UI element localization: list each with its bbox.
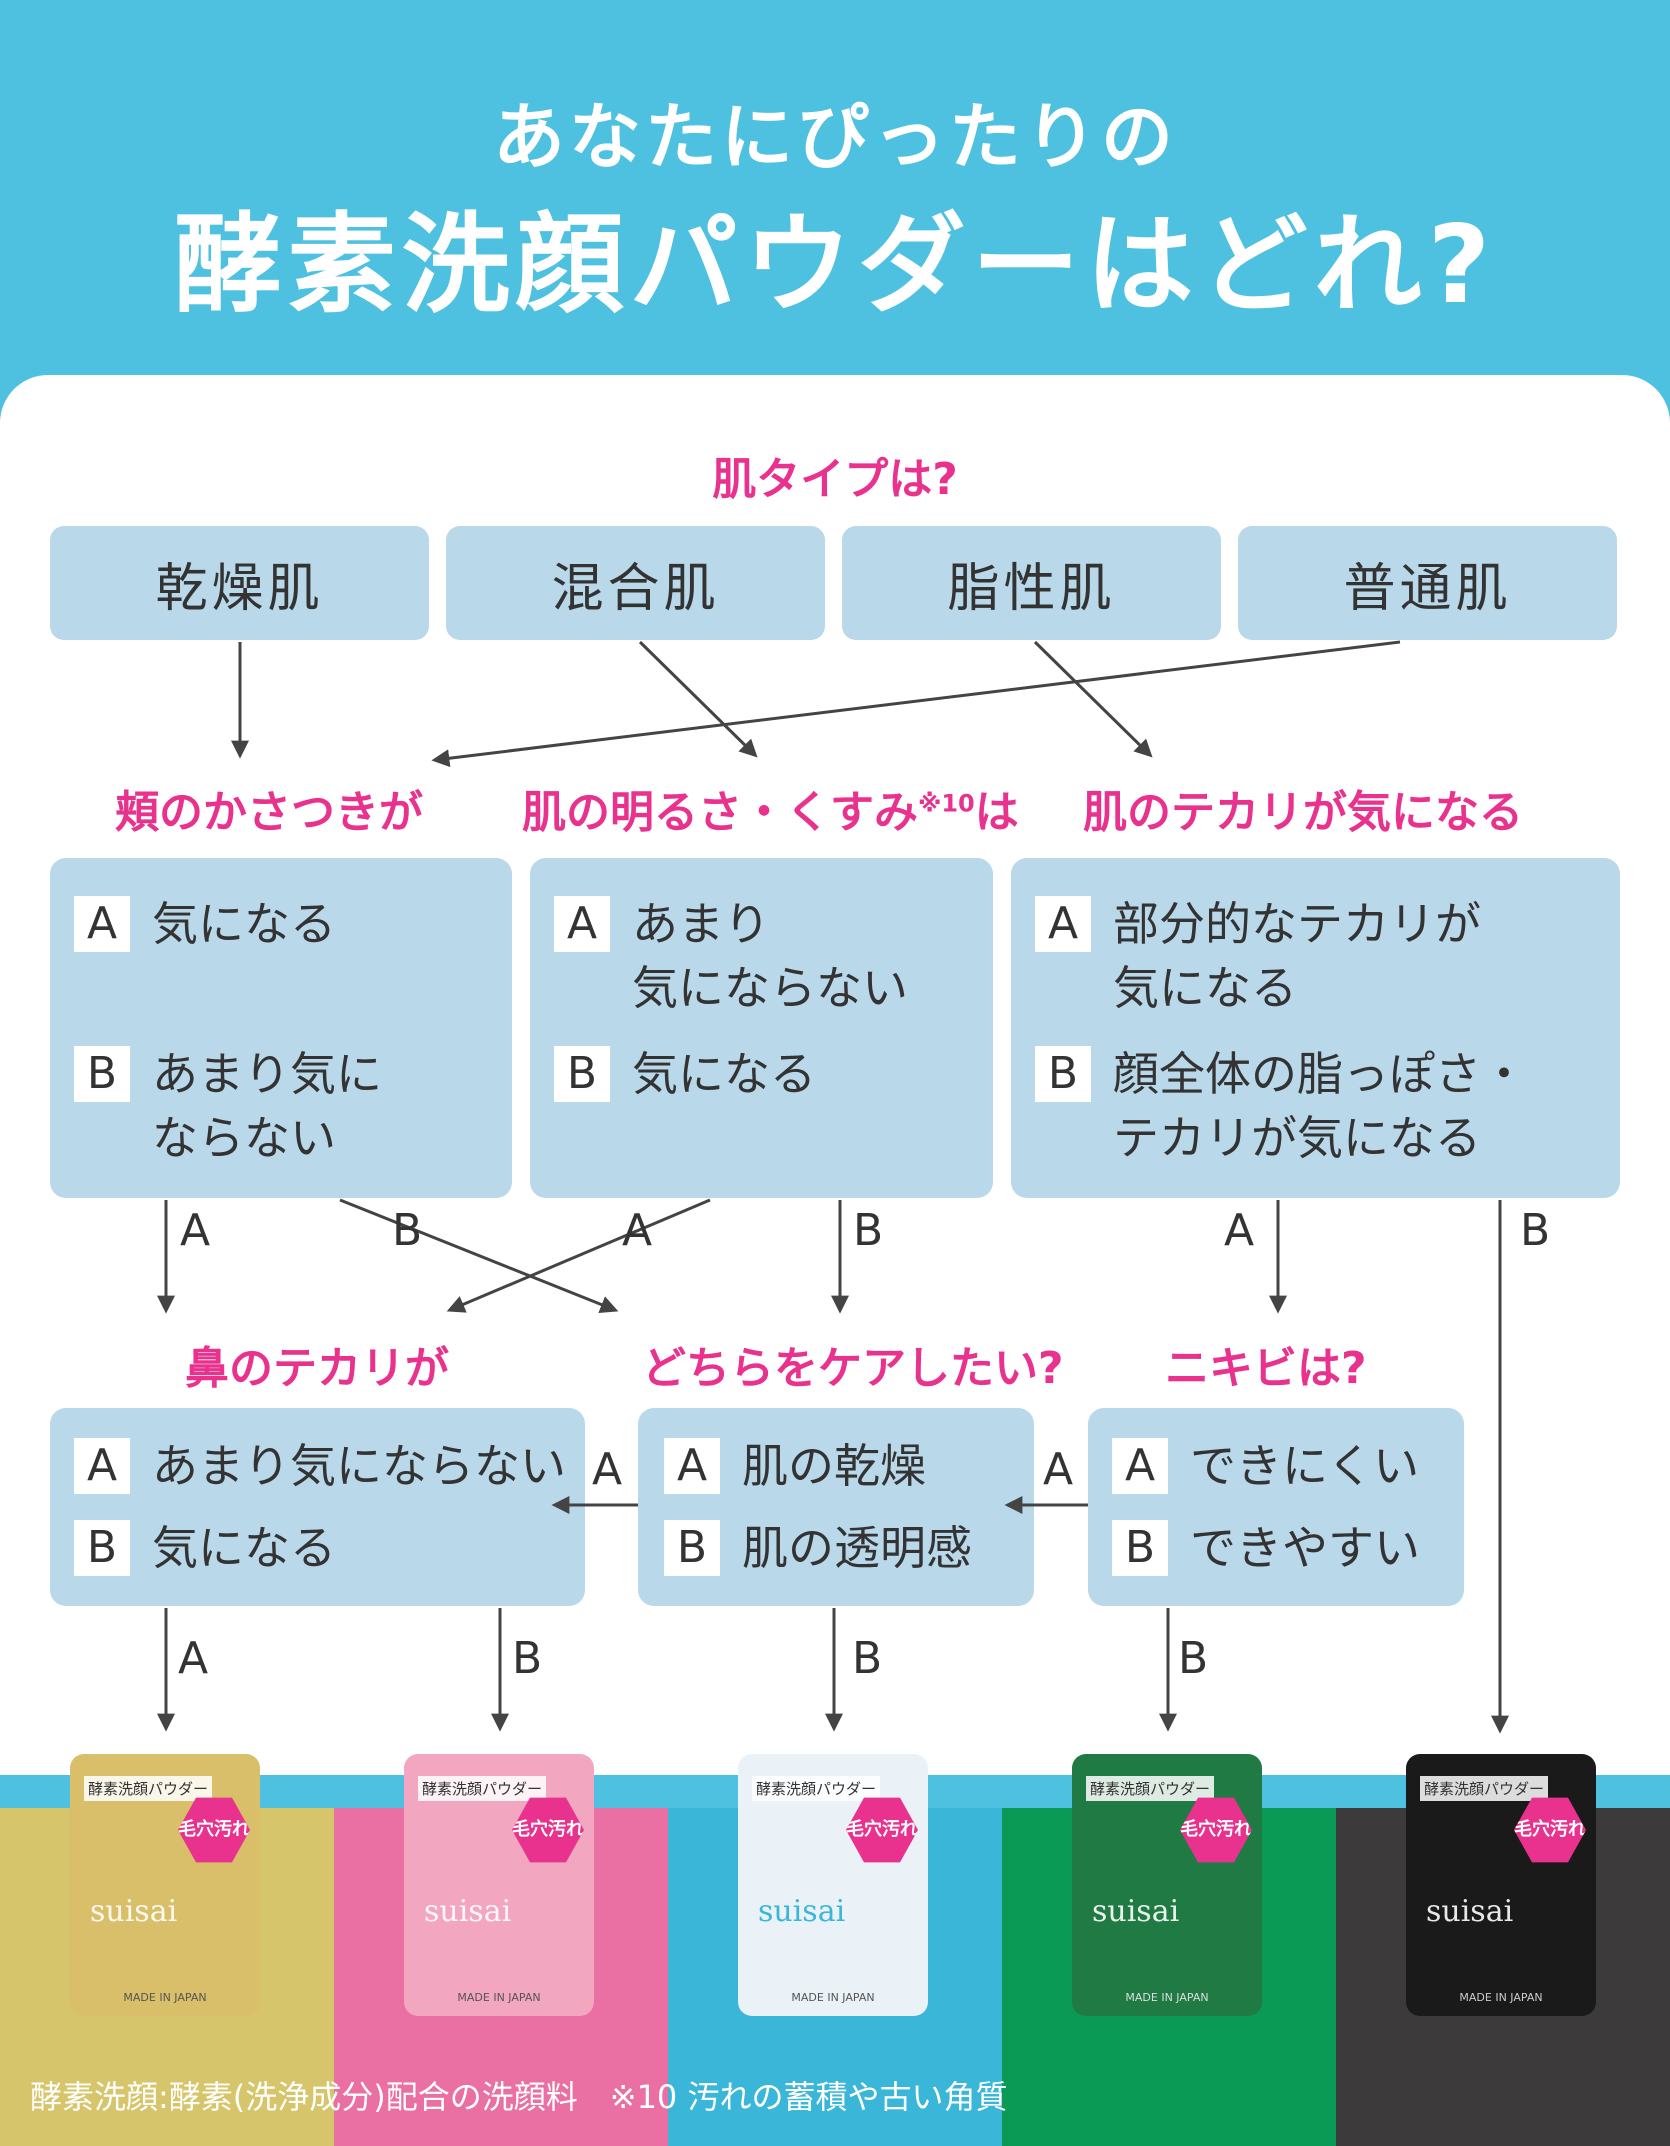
option-acne-b[interactable]: B できやすい xyxy=(1112,1516,1420,1580)
product-label: 酵素洗顔パウダー xyxy=(752,1776,881,1801)
product-black[interactable]: 酵素洗顔パウダー 毛穴汚れ suisai MADE IN JAPAN xyxy=(1406,1754,1596,2016)
option-key-b: B xyxy=(1112,1520,1168,1576)
option-cheek-b[interactable]: B あまり気にならない xyxy=(74,1042,382,1170)
answer-box-shine xyxy=(1011,858,1620,1198)
option-nose-a[interactable]: A あまり気にならない xyxy=(74,1434,566,1498)
flow-arrows xyxy=(157,640,1509,1734)
arrow-label-b: B xyxy=(852,1633,883,1684)
arrow-label-a: A xyxy=(180,1205,211,1256)
badge-hex-icon: 毛穴汚れ xyxy=(1180,1797,1252,1863)
arrow-combination xyxy=(638,640,758,758)
arrow-normal xyxy=(431,640,1401,768)
page-title: 酵素洗顔パウダーはどれ? xyxy=(173,203,1497,328)
option-key-b: B xyxy=(1035,1046,1091,1102)
arrow-label-b: B xyxy=(1178,1633,1209,1684)
skin-type-combination[interactable]: 混合肌 xyxy=(446,526,825,640)
made-in-label: MADE IN JAPAN xyxy=(1459,1991,1543,2004)
product-gold[interactable]: 酵素洗顔パウダー 毛穴汚れ suisai MADE IN JAPAN xyxy=(70,1754,260,2016)
skin-type-normal[interactable]: 普通肌 xyxy=(1238,526,1617,640)
product-white[interactable]: 酵素洗顔パウダー 毛穴汚れ suisai MADE IN JAPAN xyxy=(738,1754,928,2016)
option-key-b: B xyxy=(74,1046,130,1102)
option-key-a: A xyxy=(1035,896,1091,952)
made-in-label: MADE IN JAPAN xyxy=(791,1991,875,2004)
option-care-a[interactable]: A 肌の乾燥 xyxy=(664,1434,926,1498)
option-key-a: A xyxy=(554,896,610,952)
option-care-b[interactable]: B 肌の透明感 xyxy=(664,1516,972,1580)
option-shine-a[interactable]: A 部分的なテカリが気になる xyxy=(1035,892,1481,1020)
footnote-mark: ※10 xyxy=(918,789,975,818)
arrow-oily xyxy=(1033,640,1153,758)
option-key-b: B xyxy=(74,1520,130,1576)
option-text: 気になる xyxy=(152,897,336,951)
option-cheek-a[interactable]: A 気になる xyxy=(74,892,336,956)
product-label: 酵素洗顔パウダー xyxy=(84,1776,213,1801)
brand-logo: suisai xyxy=(758,1894,846,1929)
question-skin-type: 肌タイプは? xyxy=(712,454,958,505)
option-text: あまり気にならない xyxy=(152,1047,382,1165)
question-acne: ニキビは? xyxy=(1165,1343,1367,1394)
option-text: できやすい xyxy=(1190,1521,1420,1575)
product-label: 酵素洗顔パウダー xyxy=(1086,1776,1215,1801)
title-line-1: あなたにぴったりの xyxy=(492,95,1177,179)
product-label: 酵素洗顔パウダー xyxy=(418,1776,547,1801)
option-text: 顔全体の脂っぽさ・テカリが気になる xyxy=(1113,1047,1527,1165)
arrow-label-b: B xyxy=(853,1205,884,1256)
option-text: 部分的なテカリが気になる xyxy=(1113,897,1481,1015)
option-text: 肌の乾燥 xyxy=(742,1439,926,1493)
brand-logo: suisai xyxy=(424,1894,512,1929)
option-key-a: A xyxy=(74,1438,130,1494)
badge-hex-icon: 毛穴汚れ xyxy=(178,1797,250,1863)
answer-box-nose xyxy=(50,1408,585,1606)
product-label: 酵素洗顔パウダー xyxy=(1420,1776,1549,1801)
option-text: あまり気にならない xyxy=(632,897,908,1015)
question-brightness-text: 肌の明るさ・くすみ xyxy=(522,787,918,838)
made-in-label: MADE IN JAPAN xyxy=(457,1991,541,2004)
arrow-brightness-a xyxy=(446,1198,711,1313)
header-banner: あなたにぴったりの 酵素洗顔パウダーはどれ? xyxy=(0,0,1670,400)
skin-type-oily[interactable]: 脂性肌 xyxy=(842,526,1221,640)
question-nose-shine: 鼻のテカリが xyxy=(185,1343,449,1394)
badge-hex-icon: 毛穴汚れ xyxy=(846,1797,918,1863)
arrow-label-a: A xyxy=(622,1205,653,1256)
option-key-a: A xyxy=(664,1438,720,1494)
option-acne-a[interactable]: A できにくい xyxy=(1112,1434,1419,1498)
question-care-focus: どちらをケアしたい? xyxy=(642,1343,1064,1394)
made-in-label: MADE IN JAPAN xyxy=(1125,1991,1209,2004)
option-shine-b[interactable]: B 顔全体の脂っぽさ・テカリが気になる xyxy=(1035,1042,1527,1170)
arrow-cheek-b xyxy=(339,1198,619,1314)
brand-logo: suisai xyxy=(1426,1894,1514,1929)
question-cheek-dryness: 頬のかさつきが xyxy=(115,787,423,838)
arrow-label-a: A xyxy=(178,1633,209,1684)
arrow-label-b: B xyxy=(512,1633,543,1684)
option-key-b: B xyxy=(664,1520,720,1576)
option-brightness-a[interactable]: A あまり気にならない xyxy=(554,892,908,1020)
badge-hex-icon: 毛穴汚れ xyxy=(1514,1797,1586,1863)
brand-logo: suisai xyxy=(1092,1894,1180,1929)
option-key-b: B xyxy=(554,1046,610,1102)
arrow-label-b: B xyxy=(392,1205,423,1256)
product-green[interactable]: 酵素洗顔パウダー 毛穴汚れ suisai MADE IN JAPAN xyxy=(1072,1754,1262,2016)
option-nose-b[interactable]: B 気になる xyxy=(74,1516,336,1580)
option-text: 肌の透明感 xyxy=(742,1521,972,1575)
made-in-label: MADE IN JAPAN xyxy=(123,1991,207,2004)
skin-type-dry[interactable]: 乾燥肌 xyxy=(50,526,429,640)
option-text: できにくい xyxy=(1190,1439,1420,1493)
badge-hex-icon: 毛穴汚れ xyxy=(512,1797,584,1863)
question-brightness: 肌の明るさ・くすみ※10は xyxy=(522,776,1019,840)
arrow-label-b: B xyxy=(1520,1205,1551,1256)
option-text: あまり気にならない xyxy=(152,1439,566,1493)
option-text: 気になる xyxy=(632,1047,816,1101)
arrow-label-a: A xyxy=(592,1444,623,1495)
option-key-a: A xyxy=(74,896,130,952)
option-key-a: A xyxy=(1112,1438,1168,1494)
arrow-label-a: A xyxy=(1224,1205,1255,1256)
question-shine: 肌のテカリが気になる xyxy=(1083,787,1523,838)
option-text: 気になる xyxy=(152,1521,336,1575)
question-brightness-suffix: は xyxy=(974,787,1019,838)
product-pink[interactable]: 酵素洗顔パウダー 毛穴汚れ suisai MADE IN JAPAN xyxy=(404,1754,594,2016)
brand-logo: suisai xyxy=(90,1894,178,1929)
arrow-label-a: A xyxy=(1043,1444,1074,1495)
footnote: 酵素洗顔:酵素(洗浄成分)配合の洗顔料 ※10 汚れの蓄積や古い角質 xyxy=(30,2078,1008,2116)
option-brightness-b[interactable]: B 気になる xyxy=(554,1042,816,1106)
